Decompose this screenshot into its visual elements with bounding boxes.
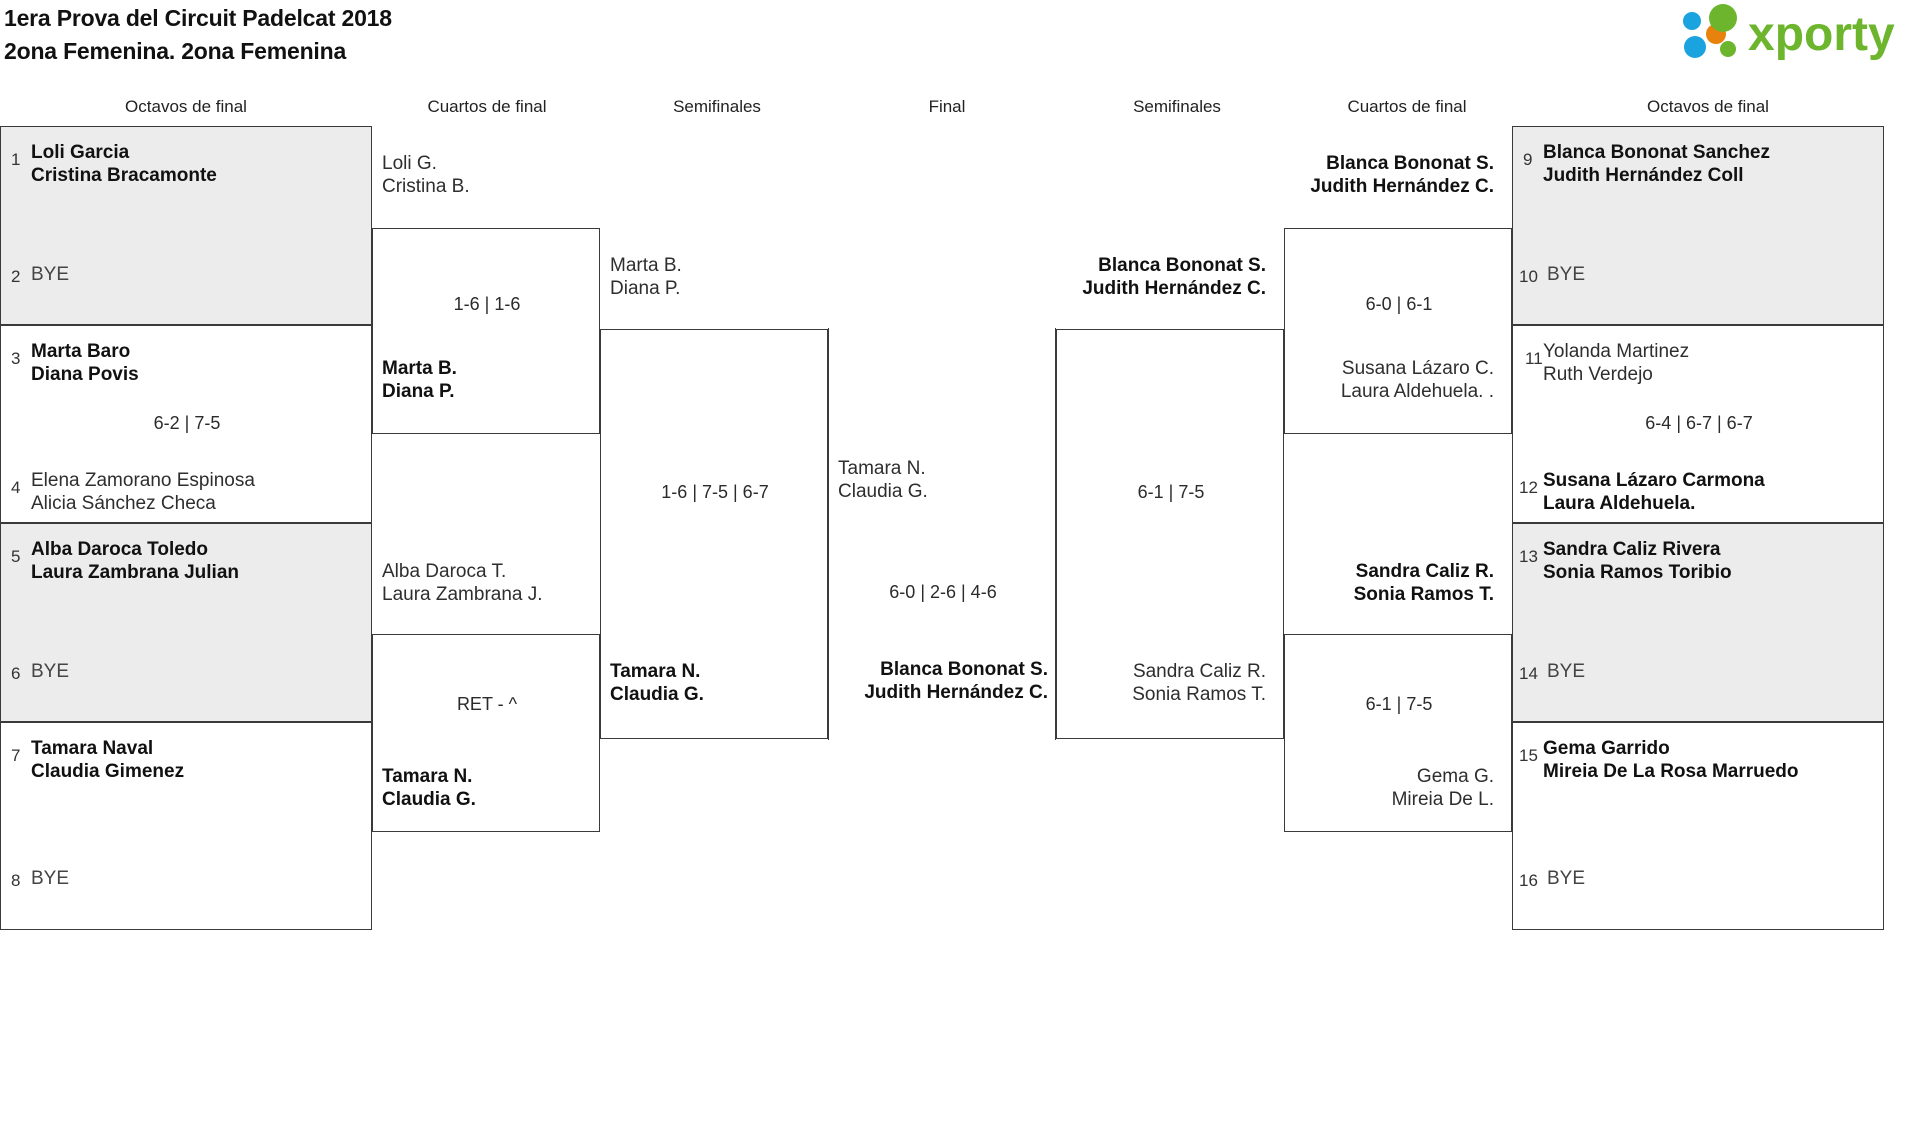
octavos-right-match-2[interactable]: 11 Yolanda Martinez Ruth Verdejo 6-4 | 6…: [1512, 325, 1884, 523]
xporty-logo-svg: xporty: [1683, 4, 1895, 61]
seed-number: 6: [11, 664, 21, 683]
match-score: 6-1 | 7-5: [1365, 694, 1433, 714]
match-score: 1-6 | 1-6: [453, 294, 521, 314]
cuartos-match-1[interactable]: 1-6 | 1-6: [372, 228, 600, 434]
octavos-match-2[interactable]: 3 Marta Baro Diana Povis 6-2 | 7-5 4 Ele…: [0, 325, 372, 523]
seed-number: 9: [1523, 150, 1533, 169]
seed-number: 10: [1519, 267, 1538, 286]
header-right-cuartos: Cuartos de final: [1347, 97, 1467, 116]
cuartos-right-2-bottom-names: Gema G. Mireia De L.: [1391, 766, 1494, 810]
match-score: 6-0 | 2-6 | 4-6: [889, 582, 997, 602]
final-bottom-names: Blanca Bononat S. Judith Hernández C.: [864, 659, 1048, 703]
bye-label: BYE: [1547, 264, 1586, 285]
semis-left-match[interactable]: 1-6 | 7-5 | 6-7: [600, 329, 828, 739]
header-right-semis: Semifinales: [1133, 97, 1221, 116]
player-names: Sandra Caliz Rivera Sonia Ramos Toribio: [1543, 539, 1732, 583]
player-names: Susana Lázaro Carmona Laura Aldehuela.: [1543, 470, 1765, 514]
title-line-2: 2ona Femenina. 2ona Femenina: [4, 38, 347, 64]
cuartos-2-bottom-names: Tamara N. Claudia G.: [382, 766, 476, 810]
match-score: 1-6 | 7-5 | 6-7: [661, 482, 769, 502]
semis-right-match[interactable]: 6-1 | 7-5: [1056, 329, 1284, 739]
semis-right-top-names: Blanca Bononat S. Judith Hernández C.: [1082, 255, 1266, 299]
cuartos-right-2-top-names: Sandra Caliz R. Sonia Ramos T.: [1353, 561, 1494, 605]
semis-left-top-names: Marta B. Diana P.: [610, 255, 682, 299]
octavos-right-match-3[interactable]: 13 Sandra Caliz Rivera Sonia Ramos Torib…: [1512, 523, 1884, 722]
octavos-right-match-1[interactable]: 9 Blanca Bononat Sanchez Judith Hernánde…: [1512, 126, 1884, 325]
seed-number: 13: [1519, 547, 1538, 566]
bye-label: BYE: [31, 264, 70, 285]
octavos-match-3[interactable]: 5 Alba Daroca Toledo Laura Zambrana Juli…: [0, 523, 372, 722]
final-top-names: Tamara N. Claudia G.: [838, 458, 928, 502]
player-names: Alba Daroca Toledo Laura Zambrana Julian: [31, 539, 240, 583]
bye-label: BYE: [1547, 661, 1586, 682]
bye-label: BYE: [1547, 868, 1586, 889]
seed-number: 4: [11, 478, 21, 497]
title-line-1: 1era Prova del Circuit Padelcat 2018: [4, 5, 392, 31]
seed-number: 11: [1525, 349, 1543, 368]
cuartos-right-match-1[interactable]: 6-0 | 6-1: [1284, 228, 1512, 434]
seed-number: 15: [1519, 746, 1538, 765]
page-title: 1era Prova del Circuit Padelcat 2018 2on…: [4, 2, 392, 68]
cuartos-2-top-names: Alba Daroca T. Laura Zambrana J.: [382, 561, 543, 605]
seed-number: 12: [1519, 478, 1538, 497]
seed-number: 14: [1519, 664, 1538, 683]
seed-number: 16: [1519, 871, 1538, 890]
octavos-match-4[interactable]: 7 Tamara Naval Claudia Gimenez 8 BYE: [0, 722, 372, 930]
seed-number: 8: [11, 871, 21, 890]
header-left-octavos: Octavos de final: [125, 97, 247, 116]
seed-number: 1: [11, 150, 21, 169]
player-names: Yolanda Martinez Ruth Verdejo: [1543, 341, 1690, 385]
match-score: 6-4 | 6-7 | 6-7: [1645, 413, 1753, 433]
player-names: Loli Garcia Cristina Bracamonte: [31, 142, 217, 186]
octavos-right-match-4[interactable]: 15 Gema Garrido Mireia De La Rosa Marrue…: [1512, 722, 1884, 930]
bye-label: BYE: [31, 661, 70, 682]
xporty-logo: xporty: [1670, 4, 1910, 62]
header-left-cuartos: Cuartos de final: [427, 97, 547, 116]
match-score: RET - ^: [456, 694, 518, 714]
bye-label: BYE: [31, 868, 70, 889]
svg-text:xporty: xporty: [1748, 8, 1895, 61]
cuartos-right-1-bottom-names: Susana Lázaro C. Laura Aldehuela. .: [1340, 358, 1494, 402]
match-score: 6-0 | 6-1: [1365, 294, 1433, 314]
semis-right-bottom-names: Sandra Caliz R. Sonia Ramos T.: [1132, 661, 1266, 705]
octavos-match-1[interactable]: 1 Loli Garcia Cristina Bracamonte 2 BYE: [0, 126, 372, 325]
seed-number: 2: [11, 267, 21, 286]
header-right-octavos: Octavos de final: [1647, 97, 1769, 116]
seed-number: 5: [11, 547, 21, 566]
header-final: Final: [928, 97, 966, 116]
player-names: Elena Zamorano Espinosa Alicia Sánchez C…: [31, 470, 255, 514]
semis-left-bottom-names: Tamara N. Claudia G.: [610, 661, 704, 705]
match-score: 6-1 | 7-5: [1137, 482, 1205, 502]
cuartos-1-bottom-names: Marta B. Diana P.: [382, 358, 457, 402]
seed-number: 3: [11, 349, 21, 368]
final-match[interactable]: 6-0 | 2-6 | 4-6: [828, 328, 1056, 740]
player-names: Gema Garrido Mireia De La Rosa Marruedo: [1543, 738, 1799, 782]
cuartos-right-match-2[interactable]: 6-1 | 7-5: [1284, 634, 1512, 832]
player-names: Tamara Naval Claudia Gimenez: [31, 738, 185, 782]
player-names: Blanca Bononat Sanchez Judith Hernández …: [1543, 142, 1770, 186]
cuartos-match-2[interactable]: RET - ^: [372, 634, 600, 832]
cuartos-right-1-top-names: Blanca Bononat S. Judith Hernández C.: [1310, 153, 1494, 197]
cuartos-1-top-names: Loli G. Cristina B.: [382, 153, 470, 197]
match-score: 6-2 | 7-5: [153, 413, 221, 433]
player-names: Marta Baro Diana Povis: [31, 341, 139, 385]
header-left-semis: Semifinales: [673, 97, 761, 116]
seed-number: 7: [11, 746, 21, 765]
